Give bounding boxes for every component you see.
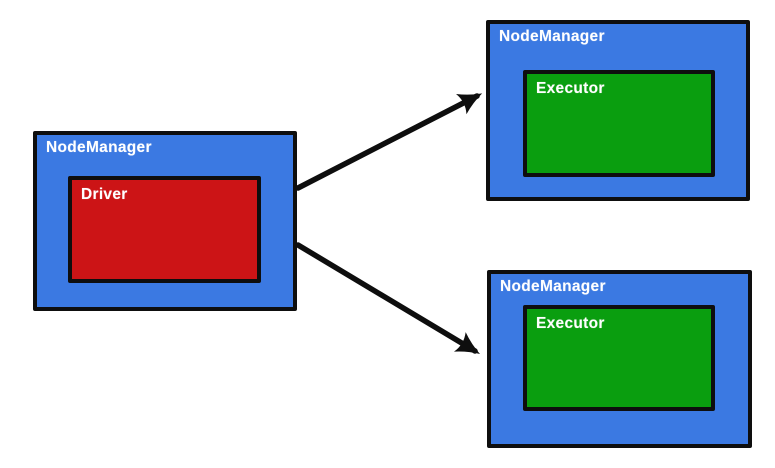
executor-box: Executor <box>523 305 715 411</box>
executor-box: Executor <box>523 70 715 177</box>
driver-label: Driver <box>81 186 128 203</box>
node-manager-driver-box: NodeManager Driver <box>33 131 297 311</box>
node-manager-executor-top-box: NodeManager Executor <box>486 20 750 201</box>
arrow-driver-to-executor-top <box>295 93 483 191</box>
arrow-driver-to-executor-bottom <box>295 242 480 354</box>
driver-box: Driver <box>68 176 261 283</box>
executor-label: Executor <box>536 315 605 332</box>
node-manager-executor-bottom-box: NodeManager Executor <box>487 270 752 448</box>
node-manager-label: NodeManager <box>500 278 606 295</box>
executor-label: Executor <box>536 80 605 97</box>
node-manager-label: NodeManager <box>46 139 152 156</box>
node-manager-label: NodeManager <box>499 28 605 45</box>
